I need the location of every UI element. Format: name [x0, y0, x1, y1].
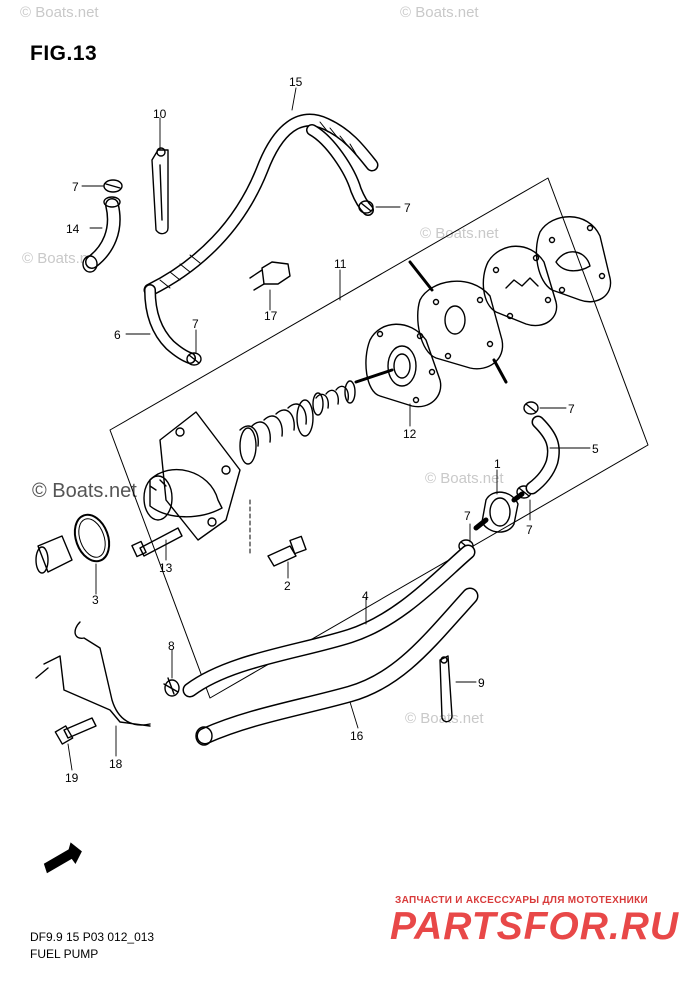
- fuel-filter-1: [473, 491, 525, 533]
- watermark: © Boats.net: [20, 4, 99, 21]
- bracket-18: [35, 621, 151, 727]
- callout-18: 18: [109, 757, 123, 771]
- diaphragm-12: [354, 323, 442, 408]
- figure-title: FIG.13: [30, 42, 98, 65]
- callout-labels: 1 2 3 4 5 6 7 7 7 7 7 7 8 9 10 11 12 13 …: [65, 75, 599, 785]
- callout-7d: 7: [568, 402, 575, 416]
- callout-7e: 7: [526, 523, 533, 537]
- callout-12: 12: [403, 427, 417, 441]
- watermark: © Boats.net: [420, 225, 499, 242]
- callout-4: 4: [362, 589, 369, 603]
- bolt-19: [54, 717, 97, 745]
- assembly-outline: [109, 177, 649, 699]
- callout-5: 5: [592, 442, 599, 456]
- model-code: DF9.9 15 P03 012_013: [30, 930, 155, 944]
- callout-7c: 7: [192, 317, 199, 331]
- callout-3: 3: [92, 593, 99, 607]
- callout-7a: 7: [72, 180, 79, 194]
- clamp-17: [261, 261, 291, 285]
- callout-1: 1: [494, 457, 501, 471]
- joint-3: [35, 535, 73, 574]
- watermark: © Boats.net: [400, 4, 479, 21]
- clamp-8: [163, 677, 180, 697]
- watermark-large: © Boats.net: [32, 480, 137, 502]
- spring-small: [312, 380, 356, 416]
- fwd-arrow-icon: [43, 842, 82, 874]
- watermark: © Boats.net: [22, 250, 101, 267]
- callout-19: 19: [65, 771, 79, 785]
- callout-7b: 7: [404, 201, 411, 215]
- callout-9: 9: [478, 676, 485, 690]
- diagram-name: FUEL PUMP: [30, 947, 99, 961]
- clip-7-group: [103, 179, 539, 553]
- callout-10: 10: [153, 107, 167, 121]
- bolt-2: [267, 535, 307, 567]
- callout-6: 6: [114, 328, 121, 342]
- callout-16: 16: [350, 729, 364, 743]
- spring-large: [239, 399, 314, 465]
- callout-14: 14: [66, 222, 80, 236]
- pump-cover: [535, 216, 612, 303]
- callout-17: 17: [264, 309, 278, 323]
- bracket-9: [439, 655, 453, 723]
- callout-7f: 7: [464, 509, 471, 523]
- brand-tagline: ЗАПЧАСТИ И АКСЕССУАРЫ ДЛЯ МОТОТЕХНИКИ: [395, 895, 648, 906]
- bracket-10: [151, 149, 169, 235]
- o-ring: [73, 513, 111, 563]
- bolt-13: [131, 527, 183, 558]
- pump-body-middle: [408, 260, 508, 384]
- watermark: © Boats.net: [425, 470, 504, 487]
- brand-logo[interactable]: PARTSFOR.RU: [390, 905, 680, 948]
- pump-cylinder: [149, 468, 223, 518]
- pump-flange: [159, 411, 241, 541]
- callout-8: 8: [168, 639, 175, 653]
- watermark: © Boats.net: [405, 710, 484, 727]
- callout-11: 11: [334, 257, 347, 271]
- callout-15: 15: [289, 75, 303, 89]
- callout-13: 13: [159, 561, 173, 575]
- callout-2: 2: [284, 579, 291, 593]
